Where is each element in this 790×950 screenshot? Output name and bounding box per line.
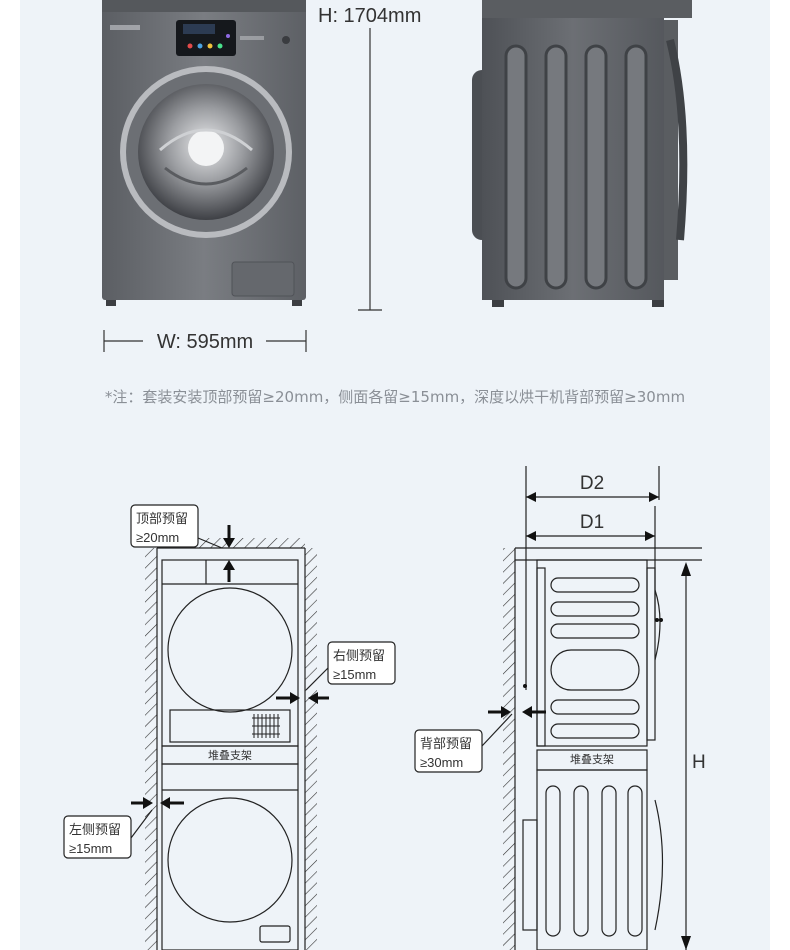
d1-label: D1 <box>580 512 604 533</box>
left-clearance-value: ≥15mm <box>69 841 112 856</box>
washer-front-photo <box>102 0 306 306</box>
top-clearance-title: 顶部预留 <box>136 511 188 526</box>
back-clearance-value: ≥30mm <box>420 755 463 770</box>
width-label: W: 595mm <box>157 331 253 353</box>
front-schematic <box>145 538 317 950</box>
left-clearance-callout <box>63 797 184 859</box>
height-dimension-line <box>358 28 382 311</box>
right-clearance-callout <box>276 641 396 704</box>
side-schematic <box>503 466 702 950</box>
side-dimension-arrows <box>523 492 691 950</box>
top-clearance-value: ≥20mm <box>136 530 179 545</box>
back-clearance-title: 背部预留 <box>420 736 472 751</box>
h-label: H <box>692 752 706 773</box>
left-clearance-title: 左侧预留 <box>69 822 121 837</box>
washer-side-photo <box>472 0 692 307</box>
right-clearance-value: ≥15mm <box>333 667 376 682</box>
side-bracket-label: 堆叠支架 <box>570 753 614 766</box>
right-clearance-title: 右侧预留 <box>333 648 385 663</box>
top-clearance-callout <box>130 504 235 582</box>
width-dimension-line <box>103 330 307 352</box>
d2-label: D2 <box>580 473 604 494</box>
installation-note: *注：套装安装顶部预留≥20mm，侧面各留≥15mm，深度以烘干机背部预留≥30… <box>104 388 686 406</box>
front-bracket-label: 堆叠支架 <box>208 749 252 762</box>
height-label: H: 1704mm <box>318 5 421 27</box>
back-clearance-callout <box>414 706 546 773</box>
